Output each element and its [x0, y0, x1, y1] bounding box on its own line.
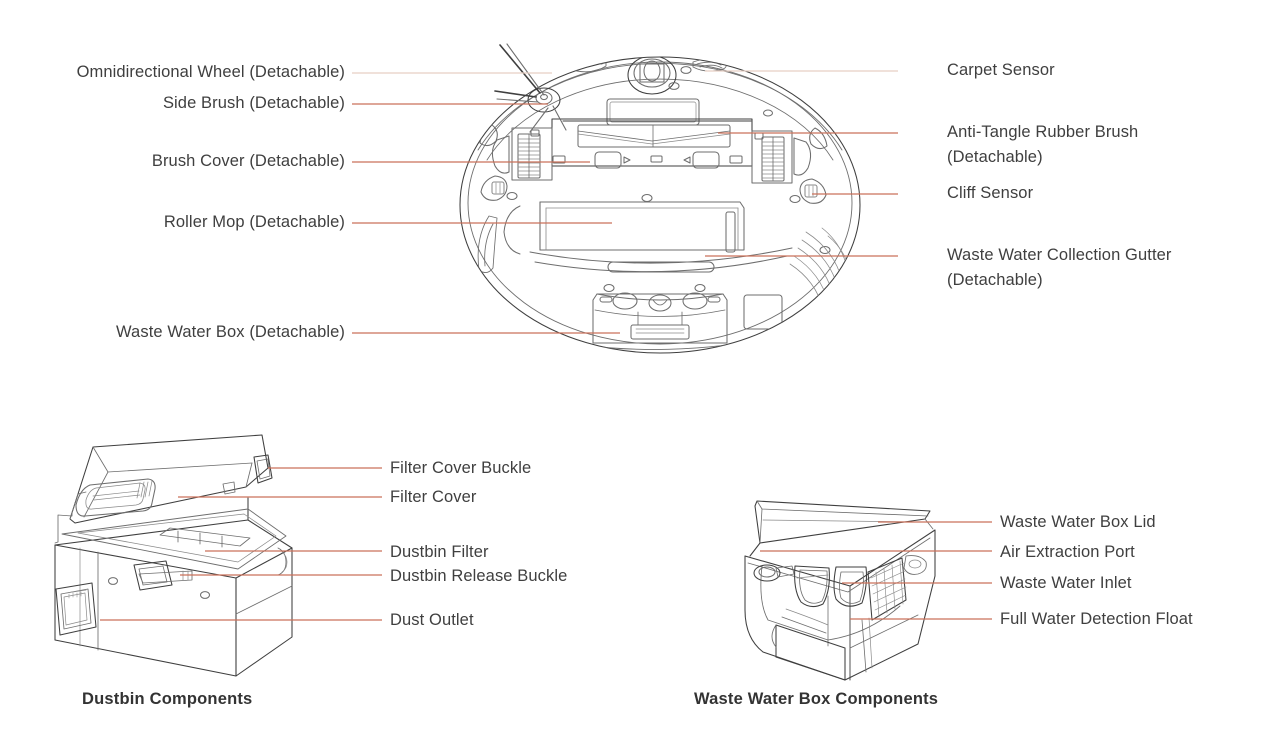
- callout-filter-cover: Filter Cover: [390, 488, 477, 506]
- robot-body-inner-rim: [467, 61, 853, 345]
- air-extraction-port: [753, 564, 795, 582]
- wastewater-grille: [867, 557, 907, 621]
- dustbin-section-caption: Dustbin Components: [82, 690, 253, 708]
- callout-omnidirectional-wheel-detachable: Omnidirectional Wheel (Detachable): [76, 63, 345, 81]
- callout-full-water-detection-float: Full Water Detection Float: [1000, 610, 1193, 628]
- robot-underside-illustration: [459, 56, 861, 354]
- dustbin-illustration: [54, 434, 293, 677]
- callout-roller-mop-detachable: Roller Mop (Detachable): [163, 213, 345, 231]
- full-water-detection-float: [833, 566, 868, 607]
- brush-cover-right: [751, 130, 812, 184]
- callout-dust-outlet: Dust Outlet: [390, 611, 474, 629]
- callout-brush-cover-detachable: Brush Cover (Detachable): [151, 152, 345, 170]
- side-brush: [494, 43, 567, 133]
- robot-top-bumper-arc2: [486, 78, 834, 161]
- dustbin-body: [54, 497, 293, 677]
- callout-waste-water-box-lid: Waste Water Box Lid: [1000, 513, 1156, 531]
- waste-water-box-body: [744, 529, 936, 681]
- wastewater-section-caption: Waste Water Box Components: [694, 690, 939, 708]
- robot-top-bumper-arc: [477, 62, 843, 151]
- roller-mop: [503, 201, 745, 255]
- callout-dustbin-release-buckle: Dustbin Release Buckle: [390, 567, 568, 585]
- callout-air-extraction-port: Air Extraction Port: [1000, 543, 1135, 561]
- waste-water-collection-gutter: [529, 245, 831, 293]
- callout-dustbin-filter: Dustbin Filter: [390, 543, 489, 561]
- callout-waste-water-box-detachable: Waste Water Box (Detachable): [116, 323, 345, 341]
- filter-cover-lid: [69, 434, 273, 524]
- cliff-sensor: [479, 124, 828, 204]
- callout-anti-tangle-rubber-brush-detachable: Anti-Tangle Rubber Brush (Detachable): [947, 123, 1139, 166]
- brush-cover-left: [491, 127, 553, 181]
- callout-side-brush-detachable: Side Brush (Detachable): [162, 94, 345, 112]
- dustbin-release-buckle: [133, 560, 193, 591]
- waste-water-inlet: [794, 565, 830, 608]
- callout-waste-water-inlet: Waste Water Inlet: [1000, 574, 1132, 592]
- waste-water-box: [592, 292, 783, 344]
- callout-carpet-sensor: Carpet Sensor: [947, 61, 1055, 79]
- left-edge-vents: [477, 215, 498, 273]
- callout-waste-water-collection-gutter-detachable: Waste Water Collection Gutter (Detachabl…: [947, 246, 1172, 289]
- callout-cliff-sensor: Cliff Sensor: [947, 184, 1034, 202]
- dust-outlet: [55, 582, 97, 636]
- omnidirectional-wheel: [627, 57, 692, 95]
- callout-filter-cover-buckle: Filter Cover Buckle: [390, 459, 532, 477]
